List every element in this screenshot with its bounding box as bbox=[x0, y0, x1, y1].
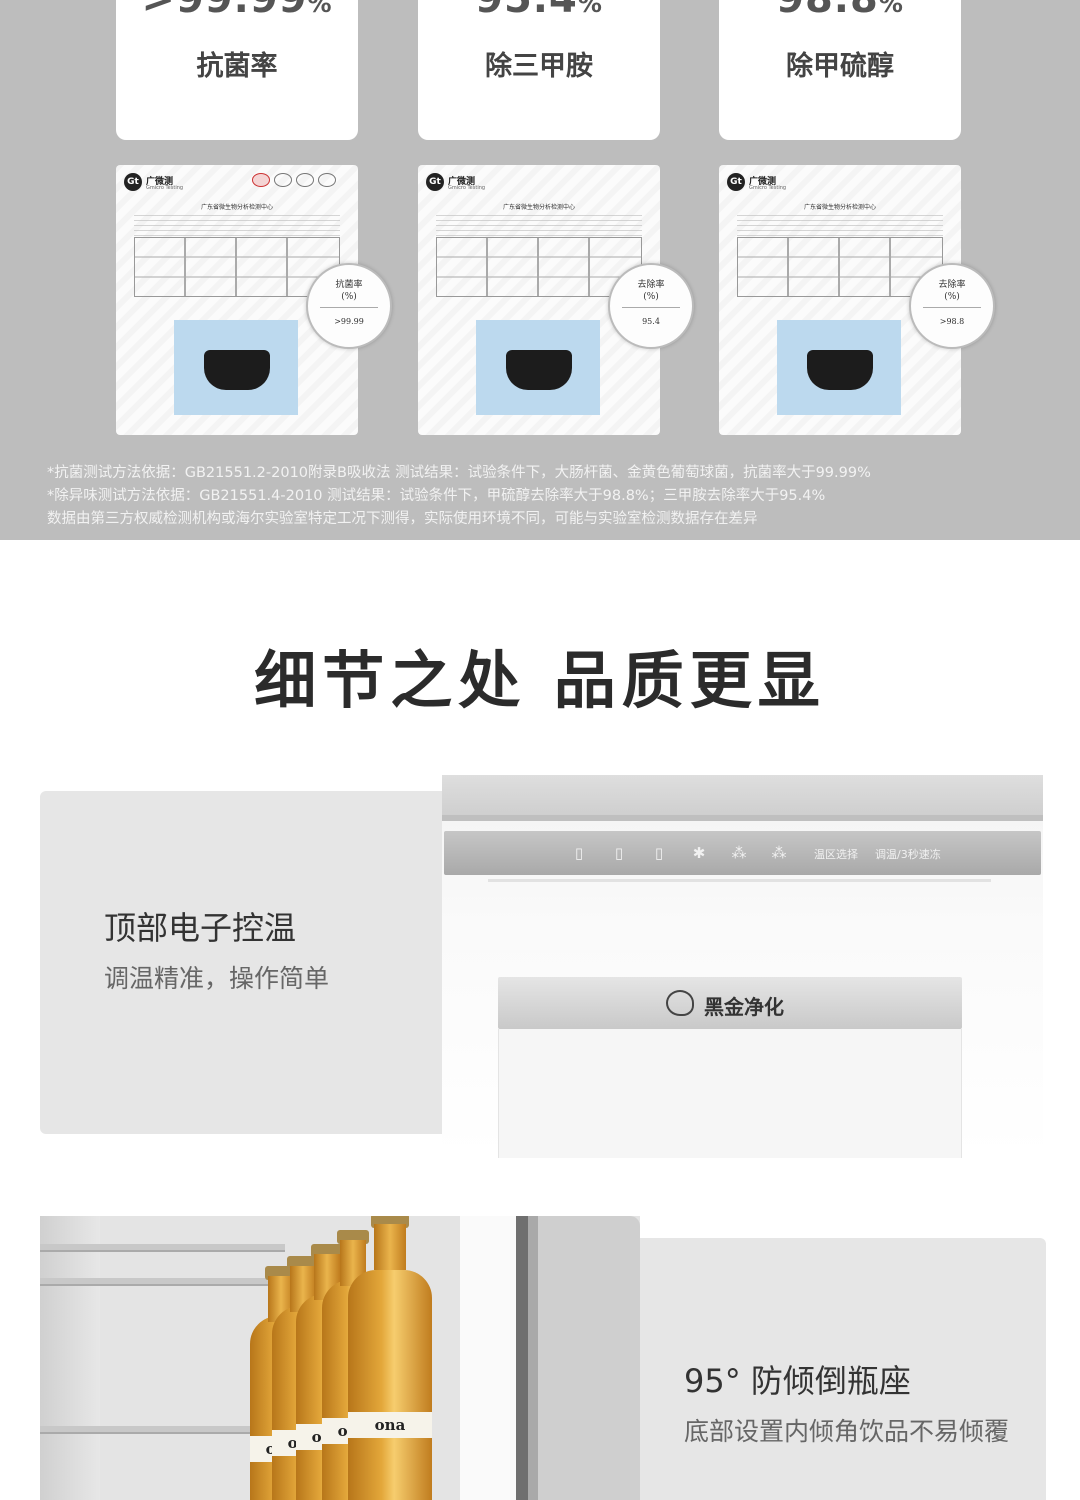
certification-badges bbox=[252, 173, 336, 187]
report-org: 广微测 bbox=[146, 177, 174, 187]
sample-photo bbox=[174, 320, 298, 415]
magnified-result: 去除率 (%) 95.4 bbox=[608, 263, 694, 349]
beer-bottle: ona bbox=[348, 1216, 432, 1500]
zoom-label: 抗菌率 bbox=[335, 280, 363, 290]
temp-set-label: 调温/3秒速冻 bbox=[875, 848, 941, 861]
bottle-label: ona bbox=[348, 1412, 432, 1438]
report-text-lines bbox=[134, 215, 340, 237]
feature-desc: 底部设置内倾角饮品不易倾覆 bbox=[684, 1417, 1010, 1446]
report-table bbox=[134, 237, 340, 297]
test-report-image: Gt 广微测 Gmicro Testing 广东省微生物分析检测中心 去除率 (%… bbox=[418, 165, 694, 435]
snowflake-cluster-icon: ⁂ bbox=[771, 844, 787, 862]
report-org: 广微测 bbox=[749, 177, 777, 187]
zoom-value: >99.99 bbox=[334, 317, 364, 326]
report-org-sub: Gmicro Testing bbox=[448, 185, 486, 191]
shelf bbox=[40, 1426, 285, 1434]
shelf bbox=[40, 1244, 285, 1252]
ilac-badge-icon bbox=[296, 173, 314, 187]
panel-icons: ▯ ▯ ▯ ✱ ⁂ ⁂ bbox=[570, 845, 788, 861]
fridge-door-edge bbox=[516, 1216, 640, 1500]
fridge-compartment-icon: ▯ bbox=[654, 844, 664, 862]
snowflake-icon: ✱ bbox=[692, 844, 706, 862]
feature-title: 顶部电子控温 bbox=[104, 909, 297, 947]
report-table bbox=[436, 237, 642, 297]
bottle-seat-photo: ona ona ona ona ona bbox=[40, 1216, 640, 1500]
magnified-result: 去除率 (%) >98.8 bbox=[909, 263, 995, 349]
report-org-sub: Gmicro Testing bbox=[146, 185, 184, 191]
filter-sample bbox=[204, 350, 270, 390]
report-text-lines bbox=[737, 215, 943, 237]
temperature-control-panel: ▯ ▯ ▯ ✱ ⁂ ⁂ 温区选择 调温/3秒速冻 bbox=[444, 831, 1041, 875]
zoom-unit: (%) bbox=[643, 292, 659, 302]
stat-label: 抗菌率 bbox=[196, 51, 278, 82]
lab-logo-icon: Gt bbox=[426, 173, 444, 191]
section-heading: 细节之处 品质更显 bbox=[254, 644, 826, 717]
report-text-lines bbox=[436, 215, 642, 237]
report-org: 广微测 bbox=[448, 177, 476, 187]
sample-photo bbox=[476, 320, 600, 415]
cnas-badge-icon bbox=[274, 173, 292, 187]
magnified-result: 抗菌率 (%) >99.99 bbox=[306, 263, 392, 349]
lab-logo-icon: Gt bbox=[124, 173, 142, 191]
test-report-image: Gt 广微测 Gmicro Testing 广东省微生物分析检测中心 去除率 (%… bbox=[719, 165, 995, 435]
report-title: 广东省微生物分析检测中心 bbox=[200, 204, 273, 211]
fridge-compartment-icon: ▯ bbox=[614, 844, 624, 862]
cert-badge-icon bbox=[318, 173, 336, 187]
zoom-value: 95.4 bbox=[642, 317, 660, 326]
zoom-unit: (%) bbox=[944, 292, 960, 302]
stat-value: 95.4% bbox=[475, 0, 603, 22]
fridge-top-photo: ▯ ▯ ▯ ✱ ⁂ ⁂ 温区选择 调温/3秒速冻 黑金净化 bbox=[442, 775, 1043, 1158]
purify-label: 黑金净化 bbox=[704, 995, 784, 1019]
test-footnotes: *抗菌测试方法依据：GB21551.2-2010附录B吸收法 测试结果：试验条件… bbox=[47, 462, 1047, 531]
zoom-value: >98.8 bbox=[939, 317, 965, 326]
stat-card-methanethiol: 98.8% 除甲硫醇 bbox=[719, 0, 961, 140]
filter-sample bbox=[506, 350, 572, 390]
test-results-section: >99.99% 抗菌率 95.4% 除三甲胺 98.8% 除甲硫醇 Gt 广微测… bbox=[0, 0, 1080, 540]
footnote-antibacterial: *抗菌测试方法依据：GB21551.2-2010附录B吸收法 测试结果：试验条件… bbox=[47, 465, 871, 481]
stat-card-antibacterial: >99.99% 抗菌率 bbox=[116, 0, 358, 140]
report-title: 广东省微生物分析检测中心 bbox=[803, 204, 876, 211]
feature-card-bottle-seat: 95° 防倾倒瓶座 底部设置内倾角饮品不易倾覆 bbox=[640, 1238, 1046, 1500]
test-report-image: Gt 广微测 Gmicro Testing 广东省微生物分析检测中心 抗菌率 (%… bbox=[116, 165, 392, 435]
stat-label: 除三甲胺 bbox=[485, 51, 593, 82]
feature-card-top-control: 顶部电子控温 调温精准，操作简单 bbox=[40, 791, 450, 1134]
zoom-label: 去除率 bbox=[938, 280, 966, 290]
cma-badge-icon bbox=[252, 173, 270, 187]
fridge-interior bbox=[498, 1029, 962, 1158]
report-org-sub: Gmicro Testing bbox=[749, 185, 787, 191]
zone-select-label: 温区选择 bbox=[814, 848, 858, 861]
super-freeze-icon: ⁂ bbox=[731, 844, 747, 862]
feature-title: 95° 防倾倒瓶座 bbox=[684, 1362, 911, 1400]
stat-value: 98.8% bbox=[776, 0, 904, 22]
zoom-label: 去除率 bbox=[637, 280, 665, 290]
feature-desc: 调温精准，操作简单 bbox=[104, 964, 330, 993]
report-table bbox=[737, 237, 943, 297]
purify-logo-icon bbox=[666, 990, 694, 1016]
shelf bbox=[40, 1278, 285, 1286]
fridge-compartment-icon: ▯ bbox=[574, 844, 584, 862]
fridge-top-lip bbox=[442, 775, 1043, 815]
footnote-disclaimer: 数据由第三方权威检测机构或海尔实验室特定工况下测得，实际使用环境不同，可能与实验… bbox=[47, 511, 758, 527]
zoom-unit: (%) bbox=[341, 292, 357, 302]
filter-sample bbox=[807, 350, 873, 390]
lab-logo-icon: Gt bbox=[727, 173, 745, 191]
purification-panel: 黑金净化 bbox=[498, 977, 962, 1029]
stat-label: 除甲硫醇 bbox=[786, 51, 894, 82]
report-title: 广东省微生物分析检测中心 bbox=[502, 204, 575, 211]
stat-card-trimethylamine: 95.4% 除三甲胺 bbox=[418, 0, 660, 140]
footnote-deodorization: *除异味测试方法依据：GB21551.4-2010 测试结果：试验条件下，甲硫醇… bbox=[47, 488, 826, 504]
sample-photo bbox=[777, 320, 901, 415]
stat-value: >99.99% bbox=[141, 0, 333, 22]
